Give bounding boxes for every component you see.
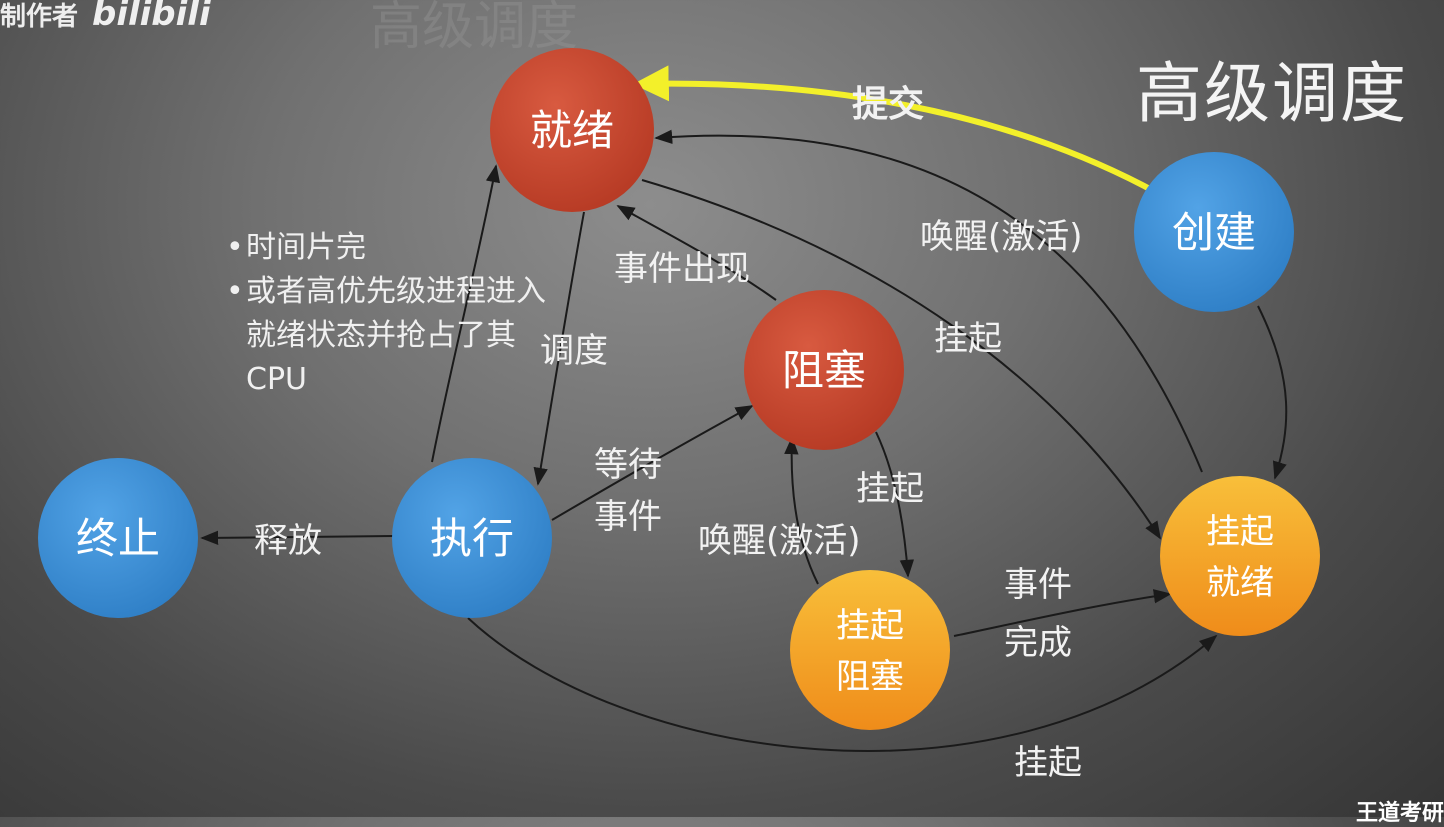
page-title: 高级调度 — [1136, 55, 1408, 132]
edge-suspend-running — [467, 617, 1218, 752]
edge-preempt — [431, 164, 501, 463]
edge-event-occurs — [616, 205, 777, 301]
node-suspended-ready: 挂起 就绪 — [1160, 476, 1320, 636]
node-terminated-label: 终止 — [76, 514, 160, 563]
node-suspended-blocked-line2: 阻塞 — [836, 657, 904, 697]
label-wake-activate-mid: 唤醒(激活) — [698, 521, 861, 561]
label-wake-activate-top: 唤醒(激活) — [920, 217, 1083, 257]
label-event-occurs: 事件出现 — [614, 249, 750, 289]
edge-schedule — [533, 211, 585, 486]
faded-background-title: 高级调度 — [370, 0, 579, 57]
edge-wake-activate-mid — [784, 436, 819, 585]
node-create: 创建 — [1134, 152, 1294, 312]
label-suspend-blocked: 挂起 — [856, 469, 924, 509]
label-suspend-running: 挂起 — [1014, 743, 1082, 783]
node-terminated: 终止 — [38, 458, 198, 618]
node-running-label: 执行 — [430, 514, 514, 563]
edge-wait-event — [551, 405, 754, 521]
node-ready-label: 就绪 — [530, 106, 614, 155]
edge-release — [200, 530, 395, 546]
node-suspended-blocked: 挂起 阻塞 — [790, 570, 950, 730]
node-suspended-blocked-line1: 挂起 — [836, 606, 904, 646]
label-suspend-ready: 挂起 — [934, 319, 1002, 359]
label-submit: 提交 — [852, 83, 924, 125]
node-blocked: 阻塞 — [744, 290, 904, 450]
label-event-complete-line2: 完成 — [1004, 623, 1072, 663]
node-ready: 就绪 — [490, 48, 654, 212]
preemption-note: •时间片完 •或者高优先级进程进入就绪状态并抢占了其CPU — [226, 226, 546, 402]
edge-wake-activate-top — [654, 129, 1203, 473]
watermark-text: 制作者 — [0, 2, 79, 32]
label-schedule: 调度 — [540, 331, 608, 371]
node-create-label: 创建 — [1172, 208, 1256, 257]
note-item: •时间片完 — [226, 230, 366, 265]
corner-watermark: 王道考研 — [1355, 801, 1444, 826]
label-release: 释放 — [254, 521, 322, 561]
edge-suspend-blocked — [875, 431, 915, 578]
label-wait-event-line2: 事件 — [594, 497, 662, 537]
node-suspended-ready-line1: 挂起 — [1206, 512, 1274, 552]
node-blocked-label: 阻塞 — [782, 346, 866, 395]
edge-submit — [632, 65, 1150, 191]
label-wait-event-line1: 等待 — [594, 445, 662, 485]
edge-create-to-suspended-ready — [1257, 305, 1288, 480]
edge-suspend-ready — [641, 179, 1161, 540]
node-running: 执行 — [392, 458, 552, 618]
note-item: •或者高优先级进程进入就绪状态并抢占了其CPU — [226, 274, 546, 397]
bilibili-logo: bilibili — [92, 0, 211, 34]
label-event-complete-line1: 事件 — [1004, 565, 1072, 605]
node-suspended-ready-line2: 就绪 — [1206, 563, 1274, 603]
edge-event-complete — [953, 589, 1172, 637]
